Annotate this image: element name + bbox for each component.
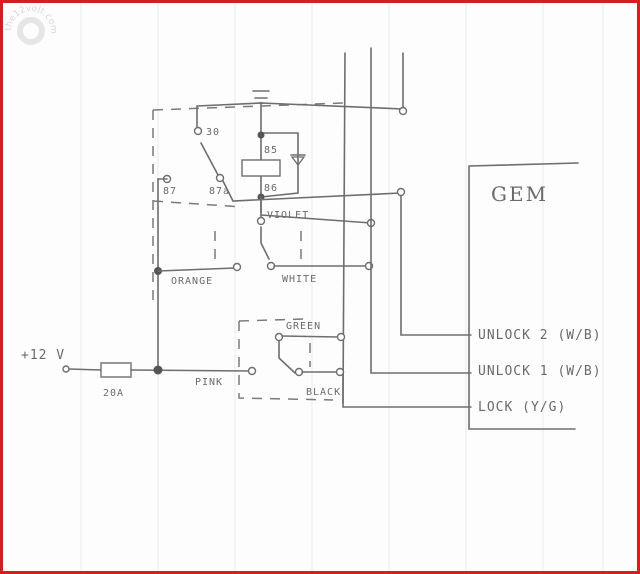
wiring-diagram: 30 85 86 87 87a VIOLET	[21, 3, 604, 571]
orange-bus	[157, 178, 168, 371]
relay-top-bus	[196, 102, 404, 110]
orange-terminal	[232, 262, 242, 272]
mid-right-terminal	[396, 187, 406, 197]
pink-junction	[153, 365, 163, 375]
violet-right	[260, 214, 372, 224]
violet-terminal	[256, 216, 266, 226]
pink-wire	[130, 369, 250, 372]
87a-to-unlock1-wire	[222, 180, 402, 202]
pin-30-terminal	[193, 126, 203, 136]
green-terminal	[274, 332, 284, 342]
gem-module-box	[468, 162, 579, 430]
gem-output-unlock2: UNLOCK 2 (W/B)	[478, 328, 602, 343]
ground-symbol	[252, 90, 270, 104]
green-wire	[281, 335, 339, 338]
pin-86-label: 86	[264, 183, 278, 194]
pink-terminal	[247, 366, 257, 376]
gem-output-lock: LOCK (Y/G)	[478, 400, 566, 415]
orange-wire	[157, 267, 236, 272]
lock-wire	[342, 374, 472, 408]
power-wire	[68, 368, 102, 371]
unlock2-feed	[400, 192, 472, 336]
fuse-icon	[100, 362, 132, 378]
diode-icon	[290, 154, 306, 167]
orange-label: ORANGE	[171, 276, 213, 287]
lower-relay-enclosure	[238, 318, 334, 401]
pin-30-label: 30	[206, 127, 220, 138]
violet-label: VIOLET	[267, 210, 309, 221]
relay-enclosure	[152, 102, 344, 303]
green-label: GREEN	[286, 321, 321, 332]
pink-label: PINK	[195, 377, 223, 388]
vertical-line-1	[342, 52, 346, 404]
power-terminal	[62, 365, 70, 373]
fuse-label: 20A	[103, 388, 124, 399]
pin-87a-terminal	[215, 173, 225, 183]
black-end-terminal	[335, 367, 345, 377]
green-end-terminal	[336, 332, 346, 342]
relay-switch-arm	[196, 105, 219, 176]
paper-rules	[80, 3, 604, 571]
green-switch-arm	[278, 340, 296, 374]
white-label: WHITE	[282, 274, 317, 285]
power-source-label: +12 V	[21, 348, 65, 363]
vertical-line-2	[370, 47, 472, 374]
top-right-terminal	[398, 106, 408, 116]
relay-coil	[241, 159, 281, 177]
gem-output-unlock1: UNLOCK 1 (W/B)	[478, 364, 602, 379]
watermark-logo: the12volt.com	[4, 4, 58, 45]
pin-87-label: 87	[163, 186, 177, 197]
violet-wire	[260, 196, 270, 260]
gem-title: GEM	[491, 182, 548, 206]
black-label: BLACK	[306, 387, 341, 398]
pin-85-junction	[257, 131, 265, 139]
pin-87a-label: 87a	[209, 186, 230, 197]
pin-85-label: 85	[264, 145, 278, 156]
